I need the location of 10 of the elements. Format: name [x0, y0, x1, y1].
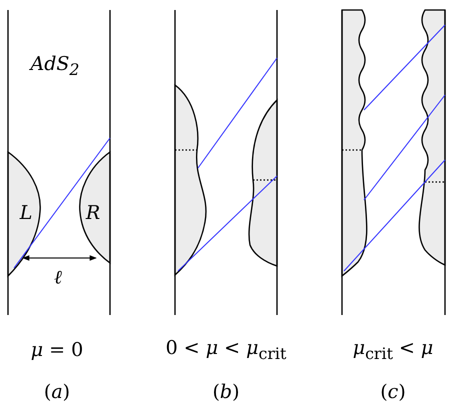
space-label: AdS$_{2}$	[30, 53, 80, 79]
panel-label: (c)	[380, 381, 406, 403]
region-label: L	[20, 202, 32, 224]
length-label: ℓ	[54, 266, 62, 290]
panel-label: (a)	[44, 381, 70, 403]
parameter-label: μ = 0	[30, 339, 84, 361]
parameter-label: μ$_{crit}$ < μ	[352, 337, 434, 363]
panel-label: (b)	[212, 381, 240, 403]
region-label: R	[86, 202, 100, 224]
parameter-label: 0 < μ < μ$_{crit}$	[166, 337, 286, 363]
